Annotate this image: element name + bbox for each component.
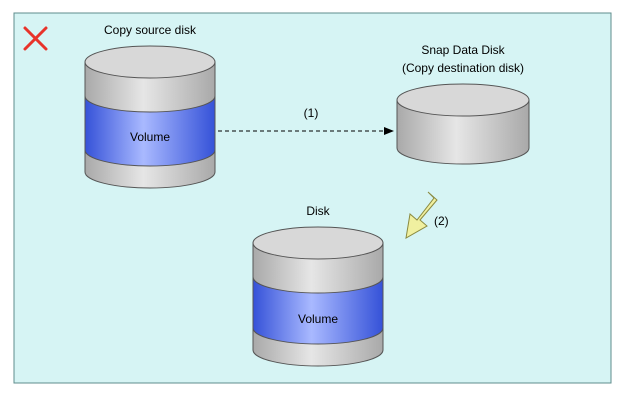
source-disk-label: Copy source disk	[103, 23, 197, 37]
snap-disk-label: Snap Data Disk	[421, 43, 505, 57]
snap-disk-sublabel: (Copy destination disk)	[401, 61, 525, 75]
source-volume-band	[84, 95, 216, 167]
step-1-label: (1)	[303, 106, 319, 120]
target-disk-label: Disk	[306, 204, 330, 218]
red-x-icon	[23, 26, 48, 51]
snap-disk-cylinder	[396, 83, 530, 165]
target-volume-band	[252, 276, 384, 345]
target-disk-cylinder	[252, 226, 384, 367]
restore-arrow-yellow	[405, 191, 438, 239]
step-2-label: (2)	[434, 214, 449, 228]
source-disk-cylinder	[84, 45, 216, 189]
target-volume-label: Volume	[297, 312, 339, 326]
source-volume-label: Volume	[129, 130, 171, 144]
